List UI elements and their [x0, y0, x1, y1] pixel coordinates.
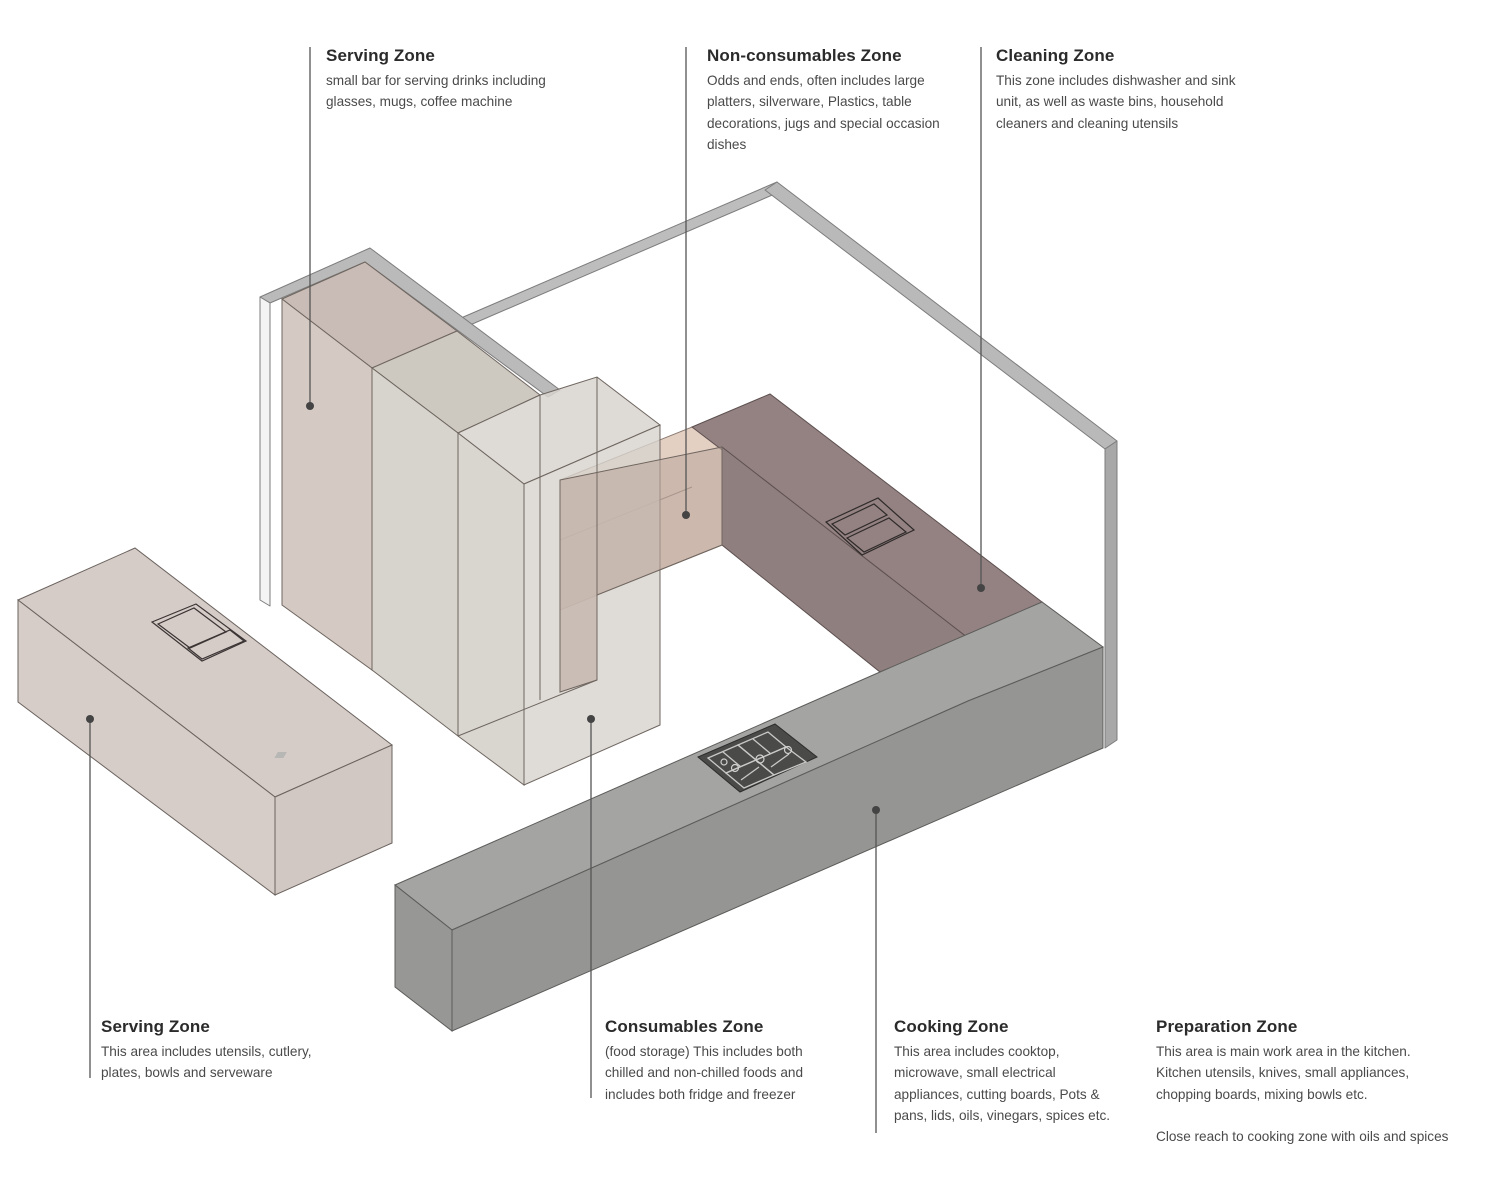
- label-consumables: Consumables Zone (food storage) This inc…: [605, 1017, 837, 1105]
- zone-title: Cleaning Zone: [996, 46, 1115, 65]
- dot-cleaning: [977, 584, 985, 592]
- dot-cooking: [872, 806, 880, 814]
- zone-description: This area is main work area in the kitch…: [1156, 1044, 1411, 1102]
- label-preparation: Preparation Zone This area is main work …: [1156, 1017, 1481, 1147]
- leader-lines: [86, 47, 985, 1133]
- zone-description: Odds and ends, often includes large plat…: [707, 73, 940, 152]
- zone-title: Preparation Zone: [1156, 1017, 1298, 1036]
- zone-title: Serving Zone: [101, 1017, 210, 1036]
- zone-description: This zone includes dishwasher and sink u…: [996, 73, 1236, 131]
- zone-description: (food storage) This includes both chille…: [605, 1044, 804, 1102]
- label-serving-bottom: Serving Zone This area includes utensils…: [101, 1017, 351, 1084]
- zone-title: Consumables Zone: [605, 1017, 764, 1036]
- dot-non-consumables: [682, 511, 690, 519]
- zone-description: small bar for serving drinks including g…: [326, 73, 546, 110]
- sink-icon: [824, 497, 916, 556]
- label-cooking: Cooking Zone This area includes cooktop,…: [894, 1017, 1122, 1126]
- zone-description: This area includes utensils, cutlery, pl…: [101, 1044, 312, 1081]
- label-cleaning: Cleaning Zone This zone includes dishwas…: [996, 46, 1264, 134]
- fridge-unit: [457, 376, 723, 786]
- wall-frame: [259, 181, 1118, 749]
- zone-title: Cooking Zone: [894, 1017, 1009, 1036]
- zone-description: This area includes cooktop, microwave, s…: [894, 1044, 1111, 1123]
- zone-note: Close reach to cooking zone with oils an…: [1156, 1128, 1449, 1144]
- zone-title: Serving Zone: [326, 46, 435, 65]
- dot-serving-bottom: [86, 715, 94, 723]
- label-non-consumables: Non-consumables Zone Odds and ends, ofte…: [707, 46, 969, 155]
- cooktop-icon: [274, 723, 818, 793]
- island-unit: [17, 547, 393, 897]
- tall-storage-units: [281, 261, 541, 738]
- island-sink-icon: [150, 603, 248, 662]
- label-serving-top: Serving Zone small bar for serving drink…: [326, 46, 556, 113]
- dot-serving-top: [306, 402, 314, 410]
- zone-title: Non-consumables Zone: [707, 46, 902, 65]
- dot-consumables: [587, 715, 595, 723]
